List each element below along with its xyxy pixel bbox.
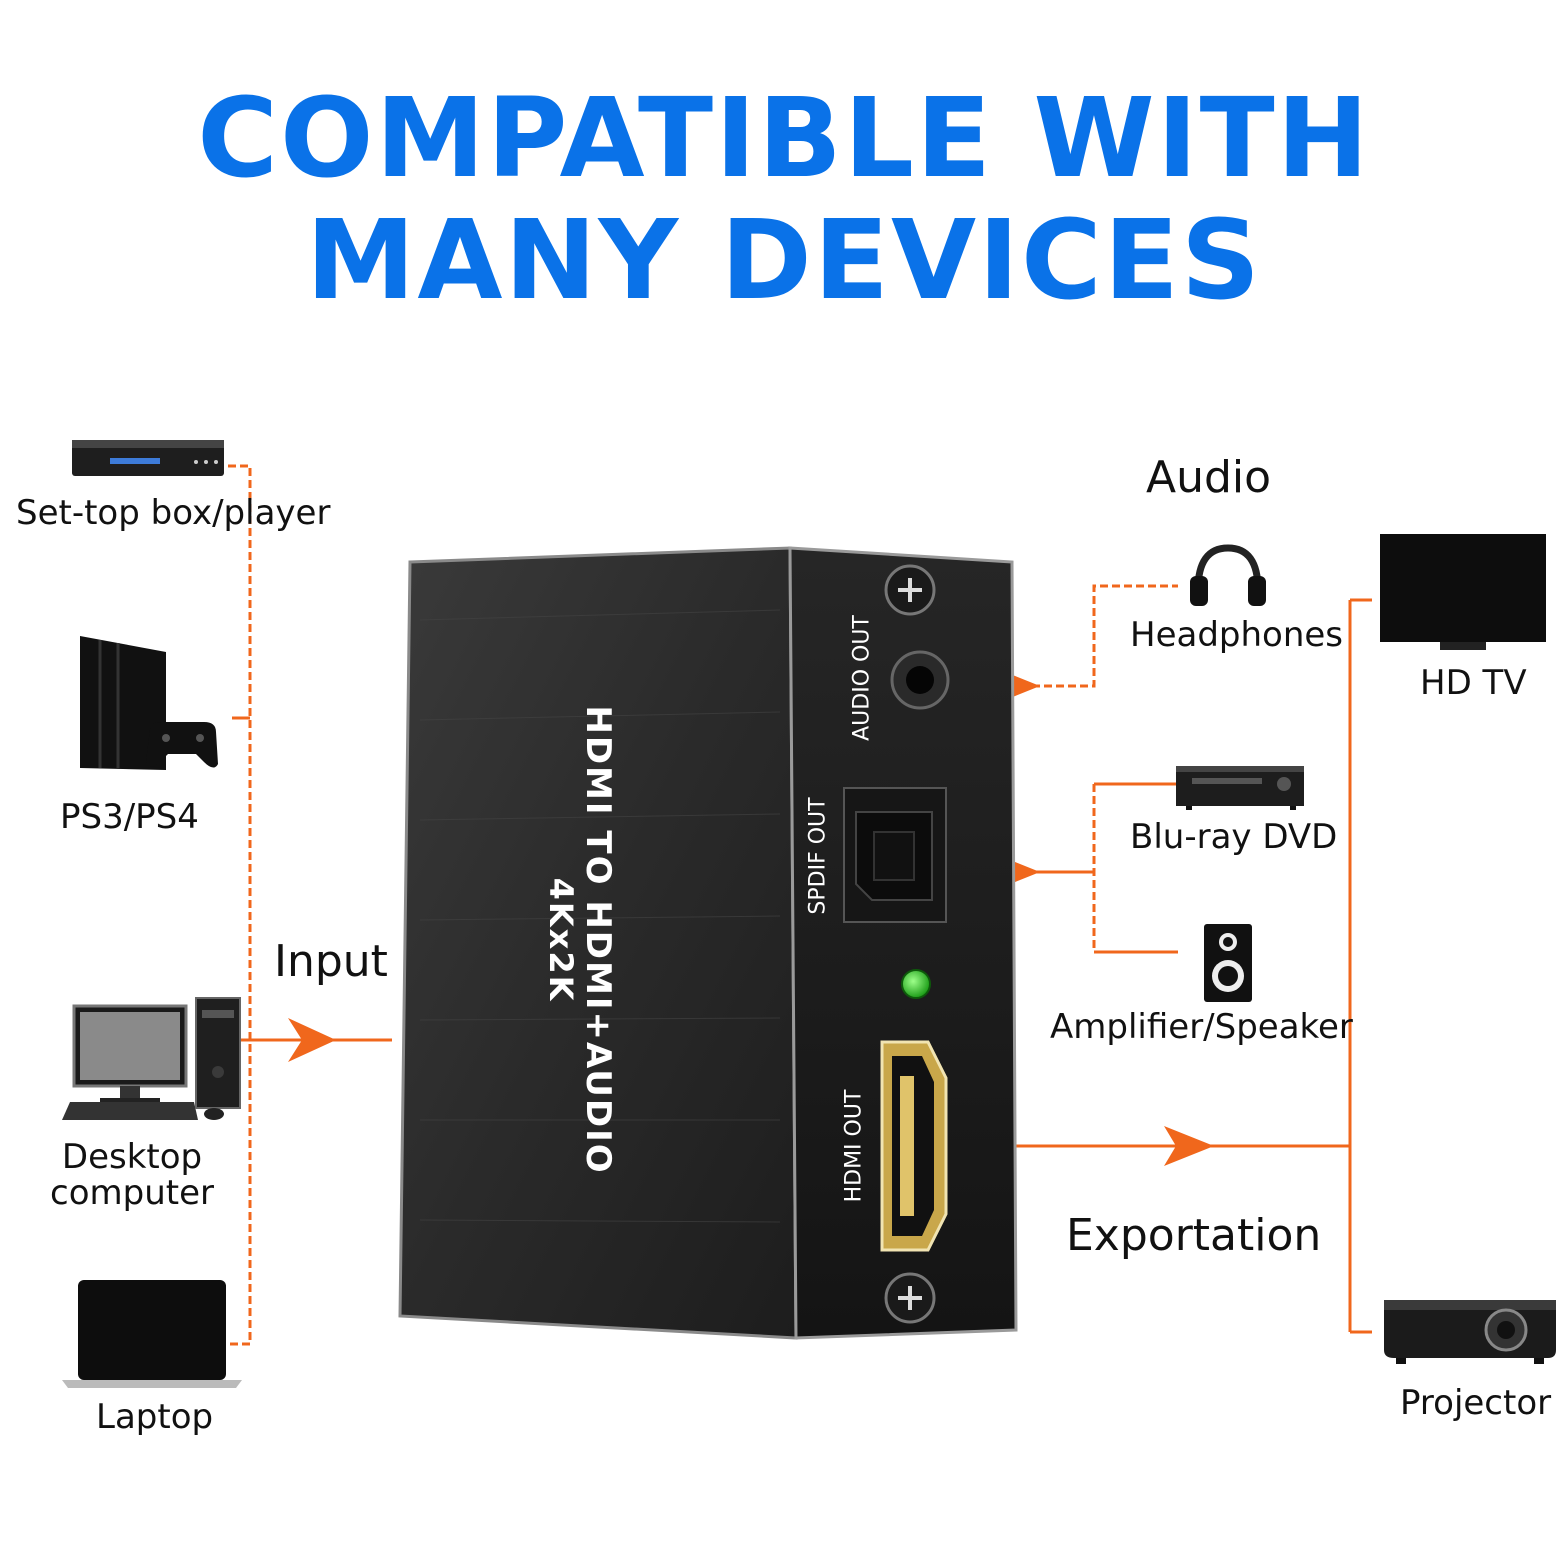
set-top-box-icon	[72, 440, 224, 476]
tv-icon	[1380, 534, 1546, 650]
bluray-player-icon	[1176, 766, 1304, 810]
spdif-out-port	[843, 787, 947, 923]
headphones-icon	[1190, 544, 1266, 606]
hd-tv-label: HD TV	[1420, 663, 1527, 703]
game-console-icon	[80, 636, 218, 770]
set-top-box-label: Set-top box/player	[16, 493, 331, 533]
headphones-label: Headphones	[1130, 615, 1344, 655]
amplifier-speaker-label: Amplifier/Speaker	[1050, 1007, 1353, 1047]
audio-out-jack	[890, 650, 950, 710]
desktop-computer-icon	[62, 997, 241, 1120]
bluray-dvd-label: Blu-ray DVD	[1130, 817, 1338, 857]
hdmi-out-port-label: HDMI OUT	[841, 1089, 867, 1203]
input-label: Input	[274, 936, 388, 987]
hdmi-out-port	[880, 1040, 948, 1252]
audio-label: Audio	[1146, 452, 1272, 503]
exportation-label: Exportation	[1066, 1210, 1322, 1261]
laptop-icon	[62, 1280, 242, 1388]
headline-line-1: COMPATIBLE WITH	[197, 74, 1371, 202]
hdmi-audio-extractor	[398, 546, 1018, 1340]
bottom-screw	[884, 1272, 936, 1324]
speaker-icon	[1204, 924, 1252, 1002]
headline-line-2: MANY DEVICES	[305, 196, 1263, 324]
projector-label: Projector	[1400, 1383, 1552, 1423]
laptop-label: Laptop	[96, 1397, 214, 1437]
desktop-computer-label-line-2: computer	[50, 1173, 214, 1213]
projector-icon	[1384, 1300, 1556, 1364]
input-arrow	[288, 1018, 336, 1062]
audio-out-port-label: AUDIO OUT	[849, 615, 875, 741]
device-top-text: HDMI TO HDMI+AUDIO	[578, 705, 618, 1175]
input-connector-lines	[228, 464, 392, 1346]
output-arrows	[990, 666, 1214, 1166]
ps-console-label: PS3/PS4	[60, 797, 199, 837]
desktop-computer-label-line-1: Desktop	[61, 1137, 203, 1177]
status-led	[901, 969, 931, 999]
spdif-out-port-label: SPDIF OUT	[805, 797, 831, 915]
device-top-subtext: 4Kx2K	[542, 877, 580, 1003]
top-screw	[884, 564, 936, 616]
hdmi-out-arrow	[1164, 1126, 1214, 1166]
